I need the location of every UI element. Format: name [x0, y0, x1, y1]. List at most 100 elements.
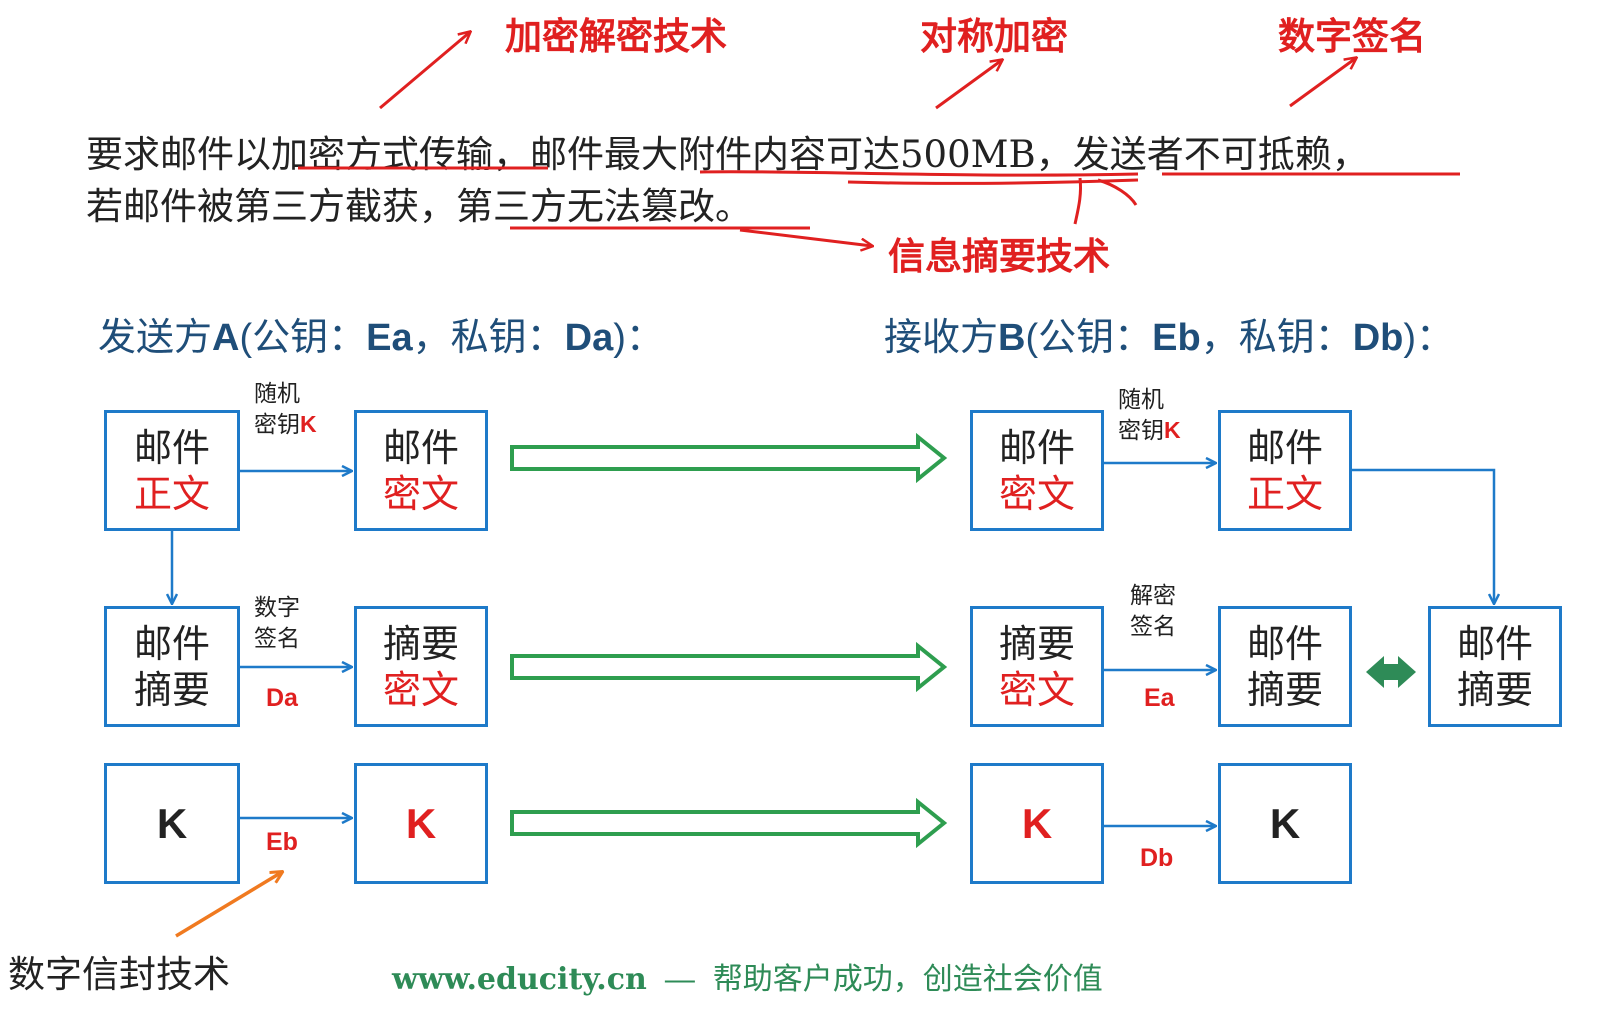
box-line: 摘要 — [382, 621, 459, 666]
label-sign-key: Da — [266, 684, 298, 712]
box-line: 正文 — [1246, 471, 1323, 516]
receiver-pub-key: Eb — [1152, 317, 1201, 359]
key-k: K — [405, 799, 437, 847]
box-line: 摘要 — [133, 667, 210, 712]
label-open-envelope-key: Db — [1140, 844, 1174, 872]
label-receiver-random-key: 随机 密钥K — [1118, 384, 1181, 446]
label-line: 解密 — [1130, 582, 1176, 608]
red-underlines — [298, 166, 1460, 230]
req-non-repudiation: 发送者不可抵赖 — [1072, 133, 1332, 176]
box-line: 摘要 — [1246, 667, 1323, 712]
label-verify-key: Ea — [1144, 684, 1175, 712]
label-line: 数字 — [254, 594, 300, 620]
sender-key-box: K — [104, 763, 240, 884]
key-k: K — [156, 799, 188, 847]
box-line: 密文 — [382, 667, 459, 712]
sender-pub-key: Ea — [366, 317, 413, 359]
sender-prefix: 发送方 — [98, 317, 213, 359]
sender-mail-body-box: 邮件 正文 — [104, 410, 240, 531]
receiver-priv-key: Db — [1352, 317, 1404, 359]
key-k: K — [1021, 799, 1053, 847]
receiver-encrypted-key-box: K — [970, 763, 1104, 884]
label-line: 密钥 — [1118, 417, 1164, 443]
req-text: 要求邮件以 — [86, 133, 271, 176]
box-line: 正文 — [133, 471, 210, 516]
sender-mail-cipher-box: 邮件 密文 — [354, 410, 488, 531]
footer-dash: — — [664, 963, 695, 996]
sender-mail-digest-box: 邮件 摘要 — [104, 606, 240, 727]
receiver-header: 接收方B(公钥：Eb，私钥：Db)： — [884, 306, 1454, 361]
sender-pub-label: (公钥： — [239, 317, 367, 359]
underline-attachment — [699, 170, 1139, 177]
digest-tick — [1073, 177, 1082, 225]
receiver-priv-label: ，私钥： — [1200, 317, 1353, 359]
req-text: 。 — [715, 185, 752, 228]
label-line: 签名 — [254, 625, 300, 651]
sender-digest-cipher-box: 摘要 密文 — [354, 606, 488, 727]
receiver-mail-digest-box: 邮件 摘要 — [1218, 606, 1352, 727]
arrow-recompute-digest — [1352, 468, 1494, 604]
req-no-tamper: 第三方无法篡改 — [456, 185, 715, 228]
receiver-pub-label: (公钥： — [1025, 317, 1153, 359]
label-key-k: K — [1164, 417, 1181, 443]
arrow-envelope-annotation — [175, 872, 282, 938]
label-random-key: 随机 密钥K — [254, 378, 317, 440]
receiver-digest-cipher-box: 摘要 密文 — [970, 606, 1104, 727]
compare-arrow-icon — [1366, 656, 1416, 688]
sender-suffix: )： — [613, 317, 664, 359]
req-text: 若邮件被第三方截获， — [86, 185, 456, 228]
transfer-arrows — [510, 432, 948, 849]
receiver-key-box: K — [1218, 763, 1352, 884]
box-line: 邮件 — [133, 425, 210, 470]
receiver-name: B — [998, 317, 1026, 359]
label-digital-signature: 数字 签名 — [254, 592, 300, 654]
receiver-prefix: 接收方 — [884, 317, 999, 359]
annotation-symmetric: 对称加密 — [920, 14, 1068, 58]
receiver-mail-cipher-box: 邮件 密文 — [970, 410, 1104, 531]
arrow-to-signature-label — [1289, 58, 1356, 108]
box-line: 密文 — [998, 471, 1075, 516]
transfer-arrow-digest — [510, 641, 948, 693]
digest-squiggle — [1097, 178, 1138, 206]
label-line: 签名 — [1130, 613, 1176, 639]
req-text: ，邮件最大附件内容可达500MB， — [493, 133, 1073, 176]
annotation-encrypt: 加密解密技术 — [505, 14, 727, 58]
footer-slogan: 帮助客户成功，创造社会价值 — [712, 962, 1103, 997]
label-line: 密钥 — [254, 411, 300, 437]
annotation-envelope: 数字信封技术 — [8, 953, 230, 996]
annotation-signature: 数字签名 — [1278, 14, 1426, 58]
box-line: 密文 — [998, 667, 1075, 712]
box-line: 摘要 — [998, 621, 1075, 666]
receiver-suffix: )： — [1403, 317, 1455, 359]
box-line: 摘要 — [1456, 667, 1533, 712]
arrow-to-digest-label — [739, 228, 872, 246]
sender-header: 发送方A(公钥：Ea，私钥：Da)： — [98, 306, 664, 361]
receiver-recomputed-digest-box: 邮件 摘要 — [1428, 606, 1562, 727]
label-line: 随机 — [1118, 386, 1164, 412]
box-line: 邮件 — [1246, 425, 1323, 470]
label-line: 随机 — [254, 380, 300, 406]
requirement-line-1: 要求邮件以加密方式传输，邮件最大附件内容可达500MB，发送者不可抵赖， — [86, 124, 1369, 178]
sender-name: A — [212, 317, 240, 359]
requirement-line-2: 若邮件被第三方截获，第三方无法篡改。 — [86, 176, 752, 230]
sender-priv-key: Da — [564, 317, 614, 359]
box-line: 邮件 — [1246, 621, 1323, 666]
box-line: 密文 — [382, 471, 459, 516]
box-line: 邮件 — [133, 621, 210, 666]
key-k: K — [1269, 799, 1301, 847]
label-key-k: K — [300, 411, 317, 437]
label-envelope-key: Eb — [266, 828, 298, 856]
arrow-to-symmetric-label — [935, 60, 1002, 110]
arrow-to-encrypt-label — [379, 32, 470, 110]
box-line: 邮件 — [998, 425, 1075, 470]
receiver-mail-body-box: 邮件 正文 — [1218, 410, 1352, 531]
sender-encrypted-key-box: K — [354, 763, 488, 884]
sender-priv-label: ，私钥： — [412, 317, 565, 359]
transfer-arrow-key — [510, 797, 948, 849]
req-text: ， — [1331, 133, 1369, 176]
footer-site: www.educity.cn — [392, 962, 647, 997]
annotation-digest: 信息摘要技术 — [888, 234, 1110, 278]
transfer-arrow-cipher — [510, 432, 948, 484]
footer: www.educity.cn — 帮助客户成功，创造社会价值 — [392, 954, 1103, 998]
